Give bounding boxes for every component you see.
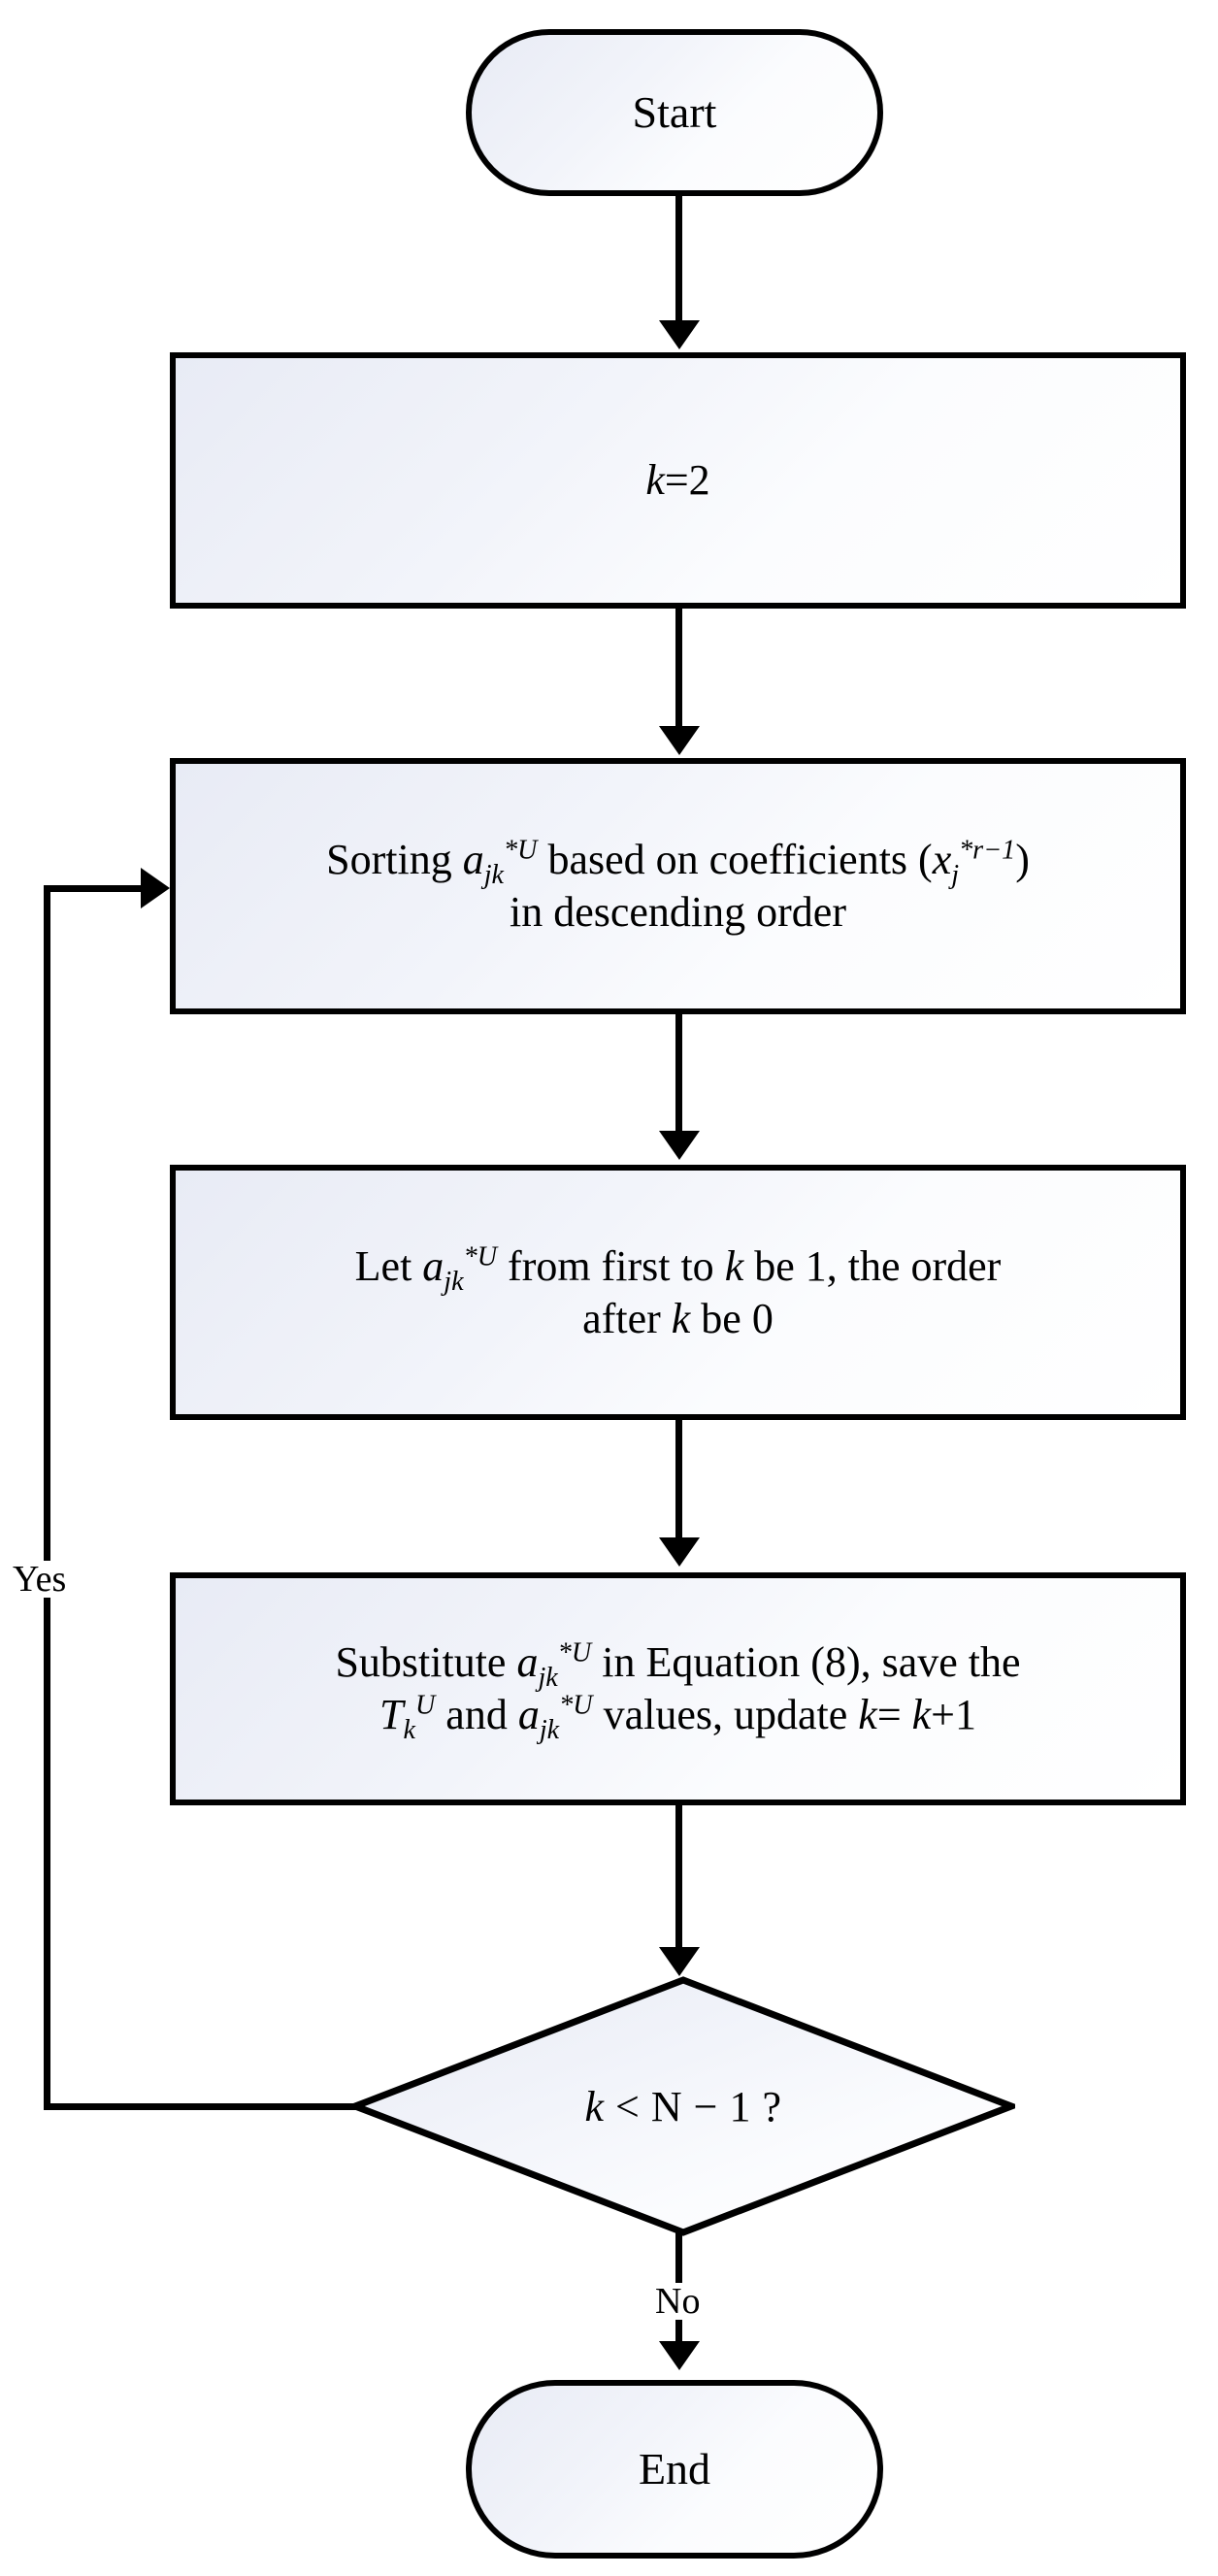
connector-sorting-to-let [675, 1014, 682, 1135]
decision-rest: < N − 1 ? [604, 2082, 782, 2130]
let-sym-k2: k [671, 1294, 691, 1342]
sub-seg-4: values, update [592, 1691, 859, 1738]
sorting-line-2: in descending order [509, 888, 846, 936]
sub-seg-3: and [435, 1691, 518, 1738]
sorting-sym-x-sup: *r−1 [959, 835, 1016, 866]
arrowhead-start-to-init-icon [659, 320, 700, 349]
let-seg-5: be 0 [690, 1294, 774, 1342]
let-seg-3: be 1, the order [743, 1241, 1002, 1290]
node-sorting-label: Sorting ajk*U based on coefficients (xj*… [326, 834, 1030, 938]
sub-sym-T: T [379, 1691, 404, 1738]
let-sym-a-sup: *U [463, 1241, 498, 1272]
arrowhead-substitute-to-decision-icon [659, 1947, 700, 1976]
sorting-sym-x-sub: j [951, 860, 960, 891]
sorting-seg-3: ) [1015, 836, 1030, 884]
let-sym-k1: k [724, 1241, 744, 1290]
sub-seg-2: in Equation (8), save the [591, 1638, 1021, 1687]
sub-sym-T-sup: U [414, 1690, 436, 1721]
connector-yes-horizontal-top [44, 885, 146, 892]
sorting-sym-a: a [462, 836, 484, 884]
node-substitute-label: Substitute ajk*U in Equation (8), save t… [335, 1636, 1021, 1743]
node-init-k[interactable]: k=2 [170, 352, 1186, 609]
sub-seg-5: = [876, 1691, 912, 1738]
sub-sym-a2-sub: jk [539, 1714, 560, 1745]
connector-substitute-to-decision [675, 1805, 682, 1951]
node-sorting[interactable]: Sorting ajk*U based on coefficients (xj*… [170, 758, 1186, 1014]
sub-sym-k1: k [858, 1691, 877, 1738]
node-decision[interactable]: k < N − 1 ? [351, 1976, 1015, 2236]
sub-sym-a2: a [517, 1691, 540, 1738]
node-decision-label: k < N − 1 ? [351, 1976, 1015, 2236]
node-let[interactable]: Let ajk*U from first to k be 1, the orde… [170, 1165, 1186, 1420]
sub-sym-a1-sup: *U [557, 1637, 592, 1668]
let-sym-a: a [422, 1241, 444, 1290]
decision-diamond-shape [351, 1976, 1015, 2236]
connector-start-to-init [675, 196, 682, 324]
edge-label-yes: Yes [8, 1561, 72, 1598]
node-end[interactable]: End [466, 2380, 883, 2559]
sorting-seg-2: based on coefficients ( [537, 836, 933, 884]
sorting-sym-a-sup: *U [504, 835, 538, 866]
node-let-label: Let ajk*U from first to k be 1, the orde… [355, 1240, 1002, 1344]
arrowhead-init-to-sorting-icon [659, 726, 700, 755]
node-substitute[interactable]: Substitute ajk*U in Equation (8), save t… [170, 1572, 1186, 1805]
connector-yes-horizontal-bottom [44, 2103, 359, 2110]
connector-yes-vertical [44, 885, 50, 2107]
sub-sym-a1-sub: jk [538, 1663, 558, 1694]
sub-sym-k2: k [911, 1691, 932, 1738]
arrowhead-sorting-to-let-icon [659, 1131, 700, 1160]
edge-label-no: No [650, 2283, 706, 2320]
init-value: 2 [688, 456, 710, 505]
arrowhead-let-to-substitute-icon [659, 1537, 700, 1567]
sorting-sym-x: x [932, 836, 952, 884]
decision-sym-k: k [584, 2082, 605, 2130]
sorting-seg-1: Sorting [326, 836, 463, 884]
let-seg-4: after [582, 1294, 672, 1342]
node-start-label: Start [632, 86, 717, 137]
let-seg-1: Let [354, 1241, 423, 1290]
sub-seg-6: +1 [931, 1691, 976, 1738]
arrowhead-yes-to-sorting-icon [141, 868, 170, 908]
sub-sym-T-sub: k [403, 1714, 415, 1745]
node-start[interactable]: Start [466, 29, 883, 196]
let-sym-a-sub: jk [444, 1266, 464, 1297]
sub-sym-a2-sup: *U [559, 1690, 593, 1721]
sub-seg-1: Substitute [335, 1638, 517, 1687]
init-op: = [664, 456, 689, 505]
connector-let-to-substitute [675, 1420, 682, 1541]
connector-init-to-sorting [675, 609, 682, 730]
sub-sym-a1: a [516, 1638, 539, 1687]
node-init-k-label: k=2 [645, 454, 709, 507]
sorting-sym-a-sub: jk [483, 860, 505, 891]
node-end-label: End [638, 2443, 711, 2493]
arrowhead-decision-to-end-icon [659, 2341, 700, 2370]
let-seg-2: from first to [497, 1241, 725, 1290]
init-var: k [645, 456, 665, 505]
